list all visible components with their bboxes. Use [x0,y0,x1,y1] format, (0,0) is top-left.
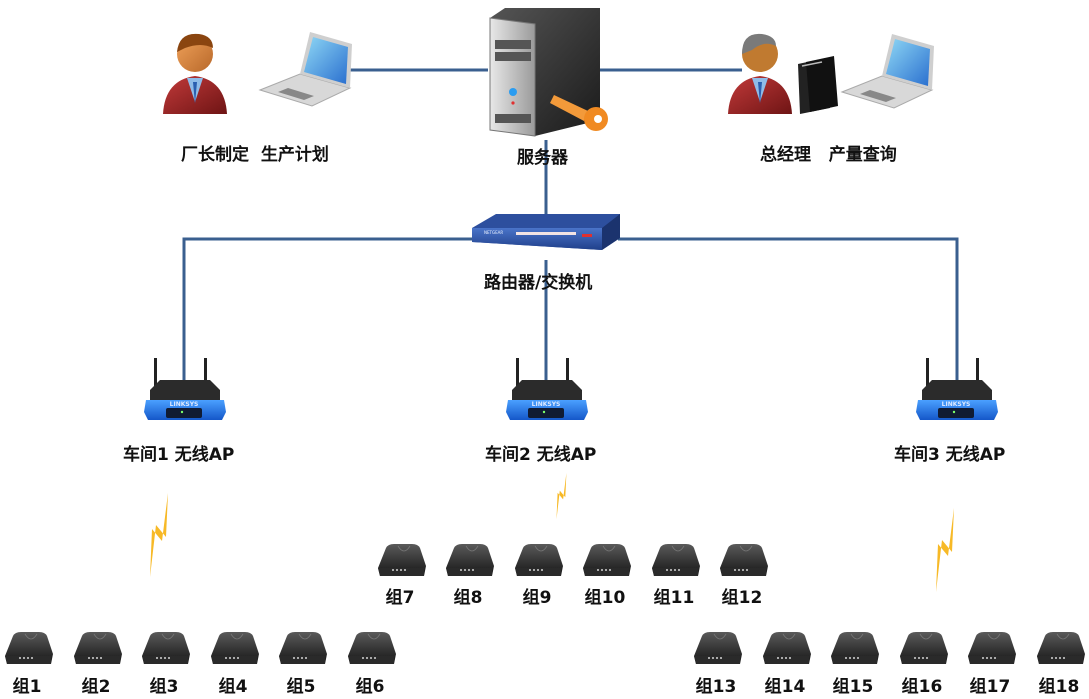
ap-label-3: 车间3 无线AP [894,445,1006,465]
wireless-signal-icon [936,508,954,592]
terminal-device-icon [73,631,123,665]
terminal-device-icon [377,543,427,577]
person-icon [163,33,227,114]
group-label: 组17 [969,677,1011,697]
terminal-device-icon [1036,631,1086,665]
wireless-signal-icon [150,493,168,577]
terminal-device-icon [967,631,1017,665]
group-label: 组5 [286,677,316,697]
terminal-device-icon [762,631,812,665]
folders-icon [798,56,838,114]
group-label: 组14 [764,677,806,697]
switch-label: 路由器/交换机 [484,273,593,293]
group-label: 组2 [81,677,111,697]
group-label: 组18 [1038,677,1080,697]
group-label: 组3 [149,677,179,697]
terminal-device-icon [693,631,743,665]
terminal-device-icon [830,631,880,665]
general-manager-label: 总经理 产量查询 [760,145,897,165]
key-icon [550,95,608,131]
laptop-icon [258,32,352,107]
group-label: 组13 [695,677,737,697]
group-label: 组8 [453,588,483,608]
connection-lines [182,68,959,388]
line-switch-ap1 [182,237,475,388]
terminal-device-icon [719,543,769,577]
factory-director-label: 厂长制定 生产计划 [181,145,329,165]
group-label: 组10 [584,588,626,608]
terminal-device-icon [445,543,495,577]
group-label: 组11 [653,588,695,608]
terminal-device-icon [582,543,632,577]
group-label: 组12 [721,588,763,608]
ap-label-2: 车间2 无线AP [485,445,597,465]
switch-icon: NETGEAR [472,214,620,250]
terminal-device-icon [899,631,949,665]
terminal-device-icon [210,631,260,665]
laptop-icon [840,34,934,109]
group-label: 组9 [522,588,552,608]
group-label: 组15 [832,677,874,697]
group-label: 组1 [12,677,42,697]
terminal-device-icon [141,631,191,665]
group-label: 组6 [355,677,385,697]
group-label: 组7 [385,588,415,608]
line-switch-ap3 [618,237,959,388]
wireless-signal-icon [556,473,567,520]
terminal-device-icon [347,631,397,665]
terminal-device-icon [651,543,701,577]
terminal-device-icon [278,631,328,665]
group-label: 组16 [901,677,943,697]
server-label: 服务器 [517,148,568,168]
terminal-device-icon [4,631,54,665]
terminal-device-icon [514,543,564,577]
person-icon [728,33,792,114]
ap-label-1: 车间1 无线AP [123,445,235,465]
svg-text:NETGEAR: NETGEAR [484,230,503,235]
group-label: 组4 [218,677,248,697]
